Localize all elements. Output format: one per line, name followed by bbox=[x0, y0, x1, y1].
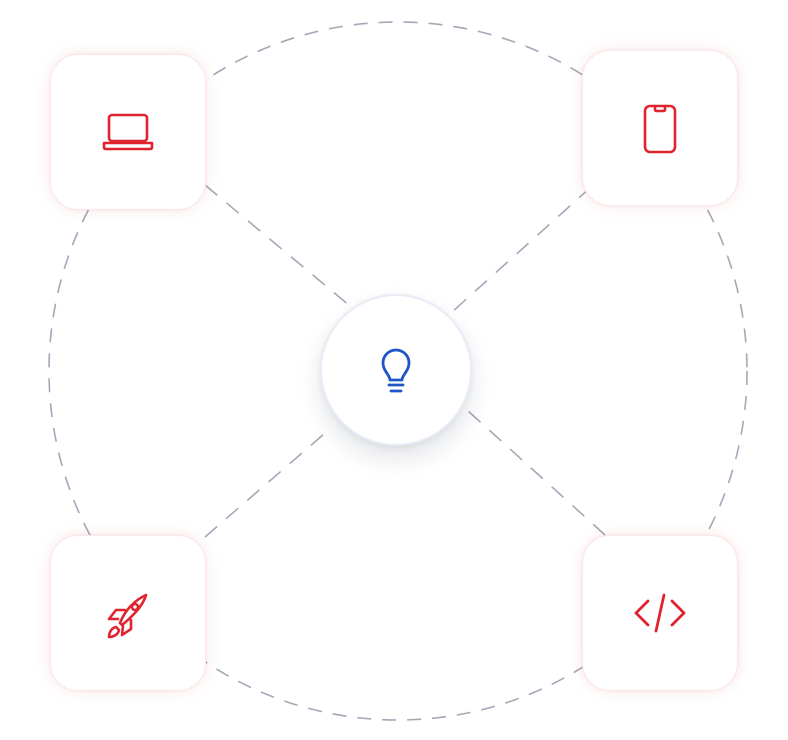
spoke-top-right bbox=[451, 186, 592, 313]
node-laptop bbox=[50, 54, 206, 210]
hub-node bbox=[320, 294, 472, 446]
code-icon bbox=[626, 579, 694, 647]
spoke-bottom-right bbox=[466, 409, 606, 536]
node-code bbox=[582, 535, 738, 691]
lightbulb-icon bbox=[366, 340, 426, 400]
rocket-icon bbox=[94, 579, 162, 647]
node-smartphone bbox=[582, 50, 738, 206]
smartphone-icon bbox=[626, 94, 694, 162]
orbit-ring bbox=[48, 21, 748, 721]
node-rocket bbox=[50, 535, 206, 691]
spoke-bottom-left bbox=[204, 433, 325, 538]
laptop-icon bbox=[94, 98, 162, 166]
spoke-top-left bbox=[204, 184, 351, 307]
